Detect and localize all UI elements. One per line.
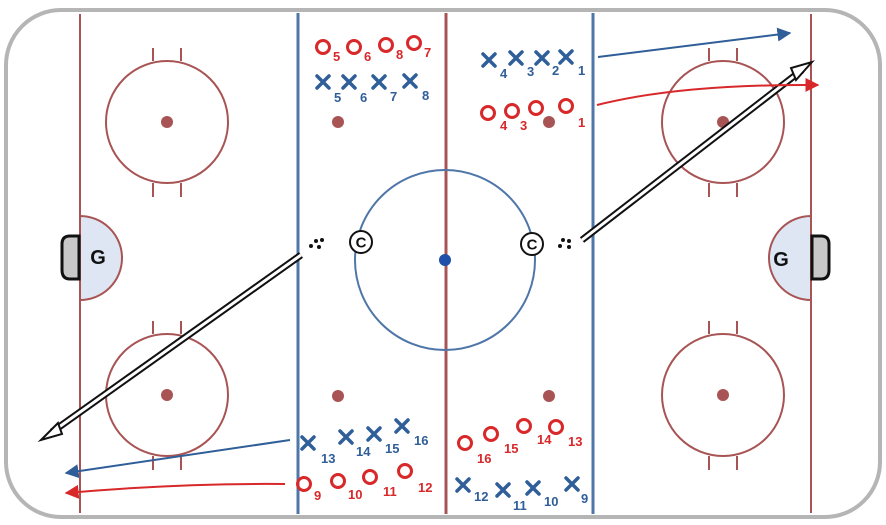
player-o: 11 [362, 469, 397, 499]
faceoff-circles [105, 48, 785, 470]
player-number: 12 [474, 489, 488, 504]
top-left-blue-players: 5 6 7 8 [315, 73, 429, 105]
player-number: 13 [568, 434, 582, 449]
player-x: 9 [564, 476, 588, 506]
bottom-left-blue-players: 13 14 15 16 [300, 418, 428, 466]
player-number: 16 [414, 433, 428, 448]
player-number: 14 [356, 444, 371, 459]
player-x: 15 [366, 426, 399, 456]
player-o: 16 [457, 435, 491, 466]
player-number: 9 [581, 491, 588, 506]
player-number: 6 [360, 90, 367, 105]
player-number: 7 [390, 89, 397, 104]
player-number: 7 [424, 45, 431, 60]
bottom-right-red-players: 16 15 14 13 [457, 418, 582, 466]
bottom-right-blue-players: 12 11 10 9 [455, 476, 588, 513]
player-o: 1 [558, 98, 585, 130]
player-o: 9 [296, 476, 321, 503]
left-goalie-label: G [90, 247, 106, 269]
top-red-skate-arrow [596, 77, 820, 106]
faceoff-dots [161, 116, 729, 402]
player-o: 15 [483, 426, 518, 456]
player-number: 2 [552, 63, 559, 78]
player-number: 15 [504, 441, 518, 456]
player-number: 10 [348, 487, 362, 502]
player-number: 5 [334, 90, 341, 105]
left-coach-circle [349, 230, 373, 254]
player-number: 8 [422, 88, 429, 103]
player-number: 11 [383, 484, 397, 499]
player-number: 13 [321, 451, 335, 466]
bottom-red-skate-arrow [64, 482, 286, 499]
player-number: 14 [537, 432, 552, 447]
player-x: 12 [455, 477, 488, 504]
player-number: 5 [333, 49, 340, 64]
player-x: 7 [371, 74, 397, 104]
player-x: 4 [481, 52, 508, 81]
player-number: 3 [527, 64, 534, 79]
top-blue-skate-arrow [597, 27, 792, 58]
player-number: 1 [578, 63, 585, 78]
right-goal-crease [768, 214, 812, 302]
player-number: 15 [385, 441, 399, 456]
player-x: 5 [315, 74, 341, 105]
left-pass-arrow [37, 252, 304, 443]
player-o: 13 [548, 419, 582, 449]
player-o: 4 [480, 105, 508, 133]
player-number: 4 [500, 66, 508, 81]
player-x: 14 [338, 429, 371, 459]
right-goalie-label: G [773, 249, 789, 271]
player-o [528, 100, 544, 116]
player-o: 10 [330, 473, 362, 502]
player-number: 6 [364, 49, 371, 64]
player-number: 16 [477, 451, 491, 466]
right-puck-pile [558, 238, 571, 249]
player-o: 12 [397, 463, 432, 495]
top-left-red-players: 5 6 8 7 [315, 35, 431, 64]
center-circle [354, 169, 536, 351]
right-coach-label: C [527, 237, 538, 254]
player-number: 4 [500, 118, 508, 133]
right-pass-arrow [579, 60, 816, 243]
left-goal-net [60, 234, 81, 281]
player-o: 3 [504, 103, 527, 133]
bottom-blue-skate-arrow [64, 439, 291, 479]
player-number: 8 [396, 47, 403, 62]
right-goal-net [810, 234, 831, 281]
player-number: 3 [520, 118, 527, 133]
player-x: 3 [508, 50, 534, 79]
player-number: 10 [544, 494, 558, 509]
player-number: 11 [513, 498, 527, 513]
left-puck-pile [309, 238, 324, 249]
player-number: 9 [314, 488, 321, 503]
player-number: 12 [418, 480, 432, 495]
player-x: 10 [525, 480, 558, 509]
left-goal-crease [79, 214, 123, 302]
top-right-blue-players: 4 3 2 1 [481, 49, 585, 81]
player-o: 14 [516, 418, 552, 447]
player-o: 7 [406, 35, 431, 60]
player-number: 1 [578, 115, 585, 130]
right-coach-circle [520, 232, 544, 256]
player-x: 1 [558, 49, 585, 78]
top-right-red-players: 4 3 1 [480, 98, 585, 133]
player-o: 5 [315, 39, 340, 64]
player-o: 6 [346, 39, 371, 64]
player-x: 6 [341, 74, 367, 105]
left-coach-label: C [356, 235, 367, 252]
player-o: 8 [378, 37, 403, 62]
player-x: 2 [534, 50, 559, 78]
player-x: 8 [402, 73, 429, 103]
player-x: 13 [300, 435, 335, 466]
bottom-left-red-players: 9 10 11 12 [296, 463, 432, 503]
center-faceoff-dot [439, 254, 451, 266]
player-x: 11 [495, 482, 527, 513]
player-x: 16 [394, 418, 428, 448]
